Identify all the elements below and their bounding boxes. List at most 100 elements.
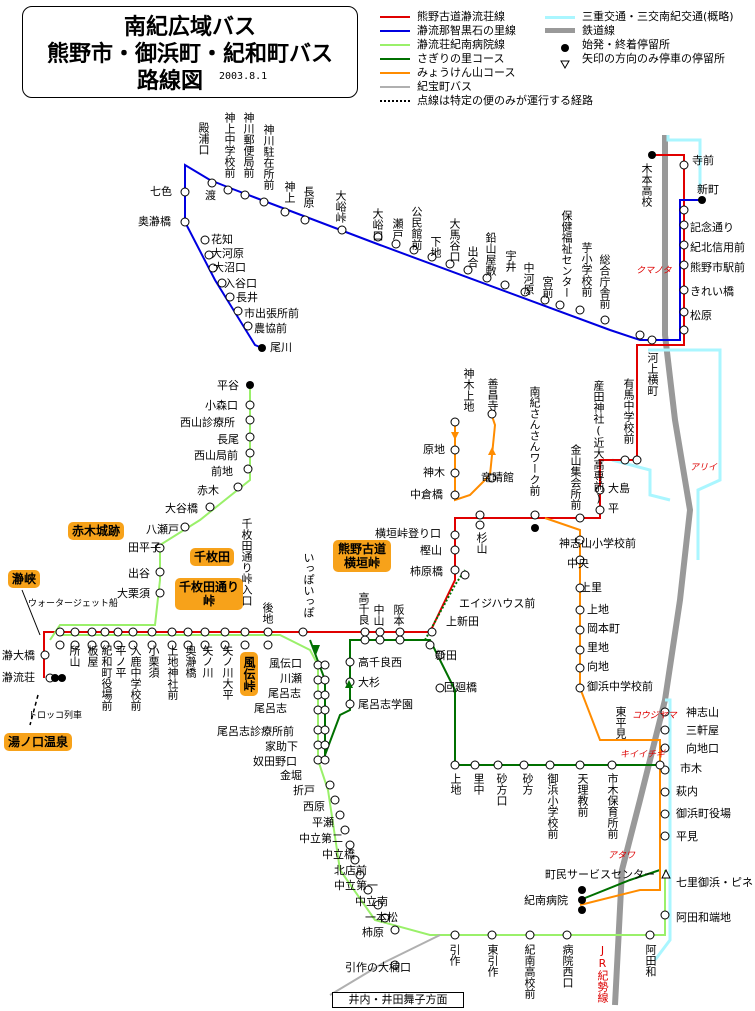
stop-marker[interactable] xyxy=(679,260,689,270)
stop-marker[interactable] xyxy=(595,505,605,515)
stop-label[interactable]: 西原 xyxy=(303,800,325,813)
stop-marker[interactable] xyxy=(679,160,689,170)
stop-label[interactable]: 神上 xyxy=(283,181,296,203)
stop-marker[interactable] xyxy=(263,640,273,650)
stop-marker[interactable] xyxy=(525,930,535,940)
stop-label[interactable]: 平ノ平 xyxy=(114,645,127,678)
stop-marker[interactable] xyxy=(530,510,540,520)
stop-marker[interactable] xyxy=(183,627,193,637)
stop-marker[interactable] xyxy=(575,683,585,693)
stop-label[interactable]: 原地 xyxy=(423,443,445,456)
stop-label[interactable]: 神川郵便局前 xyxy=(242,112,255,178)
stop-marker[interactable] xyxy=(147,627,157,637)
stop-label[interactable]: 平 xyxy=(608,502,619,515)
stop-marker[interactable] xyxy=(100,640,110,650)
stop-marker[interactable] xyxy=(360,635,370,645)
stop-label[interactable]: 中立橋 xyxy=(322,848,355,861)
stop-marker[interactable] xyxy=(113,627,123,637)
stop-marker[interactable] xyxy=(155,588,165,598)
stop-label[interactable]: 中山 xyxy=(372,604,385,626)
stop-marker[interactable] xyxy=(487,409,497,419)
stop-marker[interactable] xyxy=(475,510,485,520)
stop-label[interactable]: 一本松 xyxy=(365,911,398,924)
stop-label[interactable]: 向地口 xyxy=(686,742,719,755)
stop-label[interactable]: 板屋 xyxy=(86,645,99,667)
stop-label[interactable]: 市木 xyxy=(680,762,702,775)
stop-marker[interactable] xyxy=(450,445,460,455)
stop-label[interactable]: 善昌寺 xyxy=(486,378,499,411)
stop-marker[interactable] xyxy=(205,502,215,512)
stop-label[interactable]: 神上中学校前 xyxy=(223,112,236,178)
stop-label[interactable]: 大馬谷口 xyxy=(448,218,461,262)
stop-label[interactable]: 中立第二 xyxy=(299,832,343,845)
stop-label[interactable]: 花知 xyxy=(211,233,233,246)
stop-marker[interactable] xyxy=(635,330,645,340)
stop-marker[interactable] xyxy=(500,280,510,290)
stop-marker[interactable] xyxy=(233,306,243,316)
stop-marker[interactable] xyxy=(298,627,308,637)
stop-marker[interactable] xyxy=(40,650,50,660)
stop-label[interactable]: 小栗須 xyxy=(147,645,160,678)
stop-label[interactable]: 萩内 xyxy=(676,785,698,798)
stop-marker[interactable] xyxy=(575,513,585,523)
stop-label[interactable]: 前地 xyxy=(211,465,233,478)
stop-marker[interactable] xyxy=(259,197,269,207)
stop-label[interactable]: 木本高校 xyxy=(640,163,653,207)
stop-marker[interactable] xyxy=(245,415,255,425)
stop-marker[interactable] xyxy=(220,627,230,637)
stop-marker[interactable] xyxy=(575,625,585,635)
stop-marker[interactable] xyxy=(409,245,419,255)
stop-marker[interactable] xyxy=(660,809,670,819)
stop-marker[interactable] xyxy=(55,640,65,650)
stop-marker[interactable] xyxy=(240,190,250,200)
stop-label[interactable]: 川瀬 xyxy=(280,672,302,685)
stop-label[interactable]: 瀞大橋 xyxy=(2,649,35,662)
stop-marker[interactable] xyxy=(220,640,230,650)
stop-marker[interactable] xyxy=(180,187,190,197)
stop-label[interactable]: 宮前 xyxy=(541,276,554,298)
stop-label[interactable]: 河上横町 xyxy=(646,352,659,396)
stop-label[interactable]: 上地神社前 xyxy=(166,645,179,700)
stop-marker[interactable] xyxy=(113,640,123,650)
stop-label[interactable]: 大沼口 xyxy=(213,261,246,274)
stop-marker[interactable] xyxy=(55,627,65,637)
stop-marker[interactable] xyxy=(519,760,529,770)
stop-marker[interactable] xyxy=(545,760,555,770)
stop-marker[interactable] xyxy=(450,417,460,427)
stop-marker[interactable] xyxy=(350,855,360,865)
stop-label[interactable]: 入谷口 xyxy=(224,277,257,290)
stop-marker[interactable] xyxy=(435,650,445,660)
stop-label[interactable]: 阪本 xyxy=(392,604,405,626)
stop-label[interactable]: 尾呂志学園 xyxy=(358,698,413,711)
stop-marker[interactable] xyxy=(540,295,550,305)
stop-marker[interactable] xyxy=(325,780,335,790)
stop-marker[interactable] xyxy=(575,605,585,615)
stop-label[interactable]: 岡本町 xyxy=(587,622,620,635)
stop-label[interactable]: 公民館前 xyxy=(410,206,423,250)
stop-marker[interactable] xyxy=(375,635,385,645)
stop-label[interactable]: 神志山小学校前 xyxy=(559,537,636,550)
stop-label[interactable]: 三軒屋 xyxy=(686,724,719,737)
stop-marker[interactable] xyxy=(147,640,157,650)
stop-label[interactable]: 中央 xyxy=(567,557,589,570)
stop-label[interactable]: 所山 xyxy=(68,645,81,667)
stop-label[interactable]: 市木保育所前 xyxy=(606,773,619,839)
stop-marker[interactable] xyxy=(233,482,243,492)
stop-marker[interactable] xyxy=(330,795,340,805)
stop-label[interactable]: 長原 xyxy=(302,186,315,208)
stop-marker[interactable] xyxy=(320,725,330,735)
stop-marker[interactable] xyxy=(245,448,255,458)
stop-marker[interactable] xyxy=(337,225,347,235)
stop-label[interactable]: 天理教前 xyxy=(576,773,589,817)
stop-label[interactable]: 樫山 xyxy=(420,544,442,557)
stop-label[interactable]: 下地 xyxy=(429,236,442,258)
stop-marker[interactable] xyxy=(373,900,383,910)
stop-label[interactable]: 千枚田通り峠入口 xyxy=(240,518,253,606)
stop-marker[interactable] xyxy=(600,315,610,325)
stop-label[interactable]: 芋小学校前 xyxy=(580,242,593,297)
stop-marker[interactable] xyxy=(200,627,210,637)
stop-label[interactable]: 農協前 xyxy=(254,322,287,335)
stop-marker[interactable] xyxy=(87,640,97,650)
stop-label[interactable]: 平谷 xyxy=(217,379,239,392)
stop-label[interactable]: 宇井 xyxy=(504,250,517,272)
